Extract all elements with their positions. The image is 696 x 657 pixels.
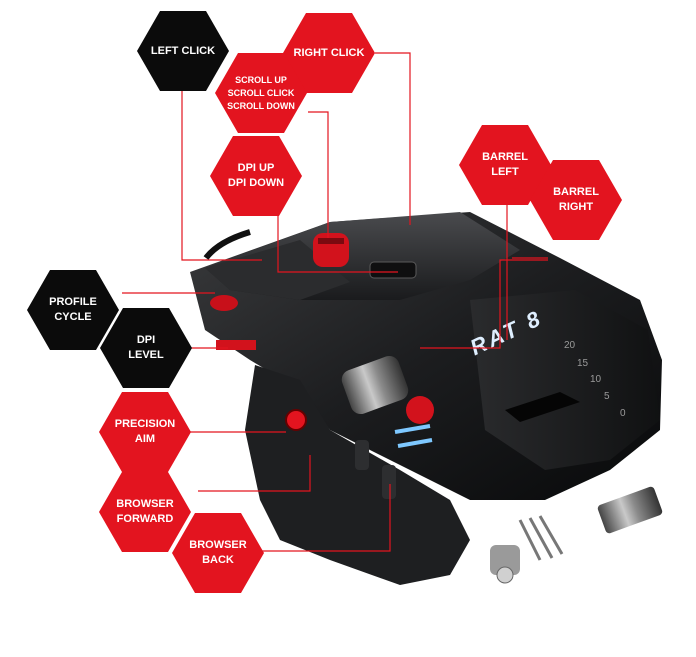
barrel-red-end [406,396,434,424]
leader-browser-forward [198,455,311,492]
dial-mark-4: 0 [620,408,626,419]
callout-barrel-right-label: BARREL RIGHT [553,186,599,213]
profile-button [210,295,238,311]
dial-mark-0: 20 [564,340,576,351]
right-panel [470,290,660,470]
leader-left-click [181,85,262,261]
callout-dpi-updown-label: DPI UP DPI DOWN [227,162,285,189]
callout-dpi-level-label: DPI LEVEL [128,334,164,361]
callout-precision-aim: PRECISION AIM [99,392,191,472]
adjust-screw [597,486,663,534]
leader-dpi-updown [277,195,398,273]
thumb-grip-marks [518,515,564,561]
callout-scroll-label: SCROLL UP SCROLL CLICK SCROLL DOWN [227,74,295,111]
callout-browser-back-label: BROWSER BACK [189,539,247,566]
side-button-forward [355,440,369,470]
callout-barrel-left-label: BARREL LEFT [482,151,528,178]
side-button-back [382,465,396,499]
callout-left-click-label: LEFT CLICK [150,44,216,57]
leader-right-click [375,52,411,225]
mouse-cable [203,229,251,260]
leader-scroll [308,111,329,238]
dpi-buttons [369,261,417,279]
leader-browser-back [251,484,391,552]
precision-aim-button [285,409,307,431]
blue-light [394,424,433,448]
callout-right-click-label: RIGHT CLICK [293,46,365,59]
dial-mark-2: 10 [590,374,602,385]
dial-mark-1: 15 [577,358,589,369]
panel-slot [505,392,580,422]
callout-precision-aim-label: PRECISION AIM [114,418,176,445]
bottom-knob [490,545,520,575]
callout-profile-cycle-label: PROFILE CYCLE [49,296,97,323]
callout-browser-forward-label: BROWSER FORWARD [116,498,174,525]
callout-profile-cycle: PROFILE CYCLE [27,270,119,350]
callout-dpi-level: DPI LEVEL [100,308,192,388]
dial-mark-3: 5 [604,391,610,402]
leader-barrel-main [420,259,548,349]
dpi-led-strip [216,340,256,350]
thumb-wheel [341,355,409,415]
